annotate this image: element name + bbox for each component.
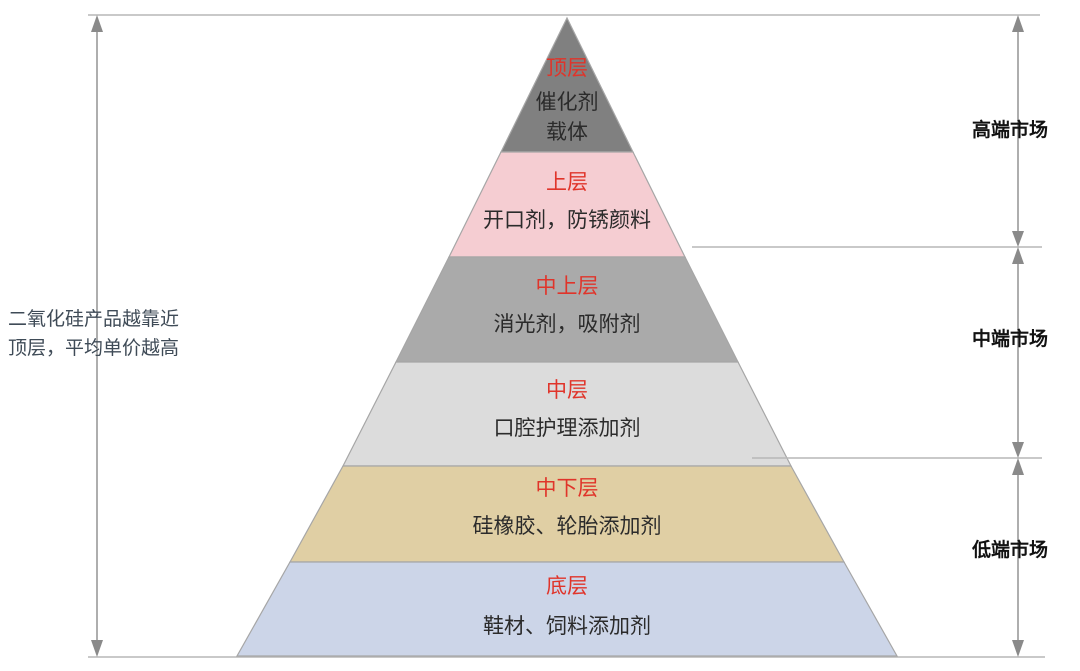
layer-bottom-title: 底层 bbox=[546, 574, 588, 598]
layer-upper-middle-desc: 消光剂，吸附剂 bbox=[494, 312, 641, 336]
right-arrow-head-low-up-icon bbox=[1012, 458, 1024, 475]
layer-top-title: 顶层 bbox=[546, 56, 588, 80]
right-arrow-head-low-down-icon bbox=[1012, 640, 1024, 657]
layer-upper-middle-title: 中上层 bbox=[536, 274, 599, 298]
layer-top-desc-1: 催化剂 bbox=[536, 90, 599, 114]
right-arrow-head-high-down-icon bbox=[1012, 231, 1024, 247]
pyramid-layer-upper[interactable] bbox=[448, 151, 686, 258]
left-arrow-head-up-icon bbox=[91, 15, 103, 32]
layer-lower-middle-desc: 硅橡胶、轮胎添加剂 bbox=[473, 514, 662, 538]
market-label-mid: 中端市场 bbox=[972, 327, 1048, 350]
layer-lower-middle-title: 中下层 bbox=[536, 476, 599, 500]
layer-middle-title: 中层 bbox=[546, 378, 588, 402]
pyramid-layer-bottom[interactable] bbox=[235, 561, 899, 657]
left-arrow-head-down-icon bbox=[91, 640, 103, 657]
price-note-line-2: 顶层，平均单价越高 bbox=[8, 337, 179, 359]
price-note-line-1: 二氧化硅产品越靠近 bbox=[8, 308, 179, 330]
layer-middle-desc: 口腔护理添加剂 bbox=[494, 416, 641, 440]
pyramid-layer-upper-middle[interactable] bbox=[395, 256, 739, 363]
right-arrow-head-mid-up-icon bbox=[1012, 247, 1024, 264]
layer-top-desc-2: 载体 bbox=[546, 120, 588, 144]
right-arrow-head-mid-down-icon bbox=[1012, 442, 1024, 458]
market-label-high: 高端市场 bbox=[972, 118, 1048, 141]
layer-upper-title: 上层 bbox=[546, 170, 588, 194]
right-arrow-head-high-up-icon bbox=[1012, 15, 1024, 32]
market-label-low: 低端市场 bbox=[971, 538, 1048, 561]
layer-upper-desc: 开口剂，防锈颜料 bbox=[483, 208, 651, 232]
layer-bottom-desc: 鞋材、饲料添加剂 bbox=[483, 614, 651, 638]
